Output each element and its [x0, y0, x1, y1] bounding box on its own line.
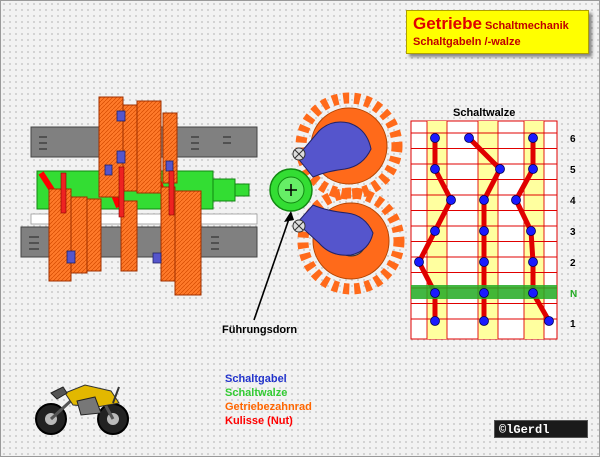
title-subtitle: Schaltmechanik [484, 20, 569, 32]
drum-crosssection [269, 168, 313, 212]
drum-position-label: N [570, 289, 577, 300]
fuehrungsdorn-label: Führungsdorn [222, 324, 298, 336]
gear [86, 198, 102, 272]
drum-position-labels: 6 5 4 3 2N 1 [570, 134, 577, 330]
fork-sleeves [60, 166, 175, 218]
lower-fork-arm [296, 204, 374, 256]
pointer-arrow [253, 211, 294, 321]
legend-kulisse: Kulisse (Nut) [225, 415, 293, 427]
copyright-credit: ©lGerdl [494, 420, 588, 438]
gear [174, 190, 202, 296]
shaft-ticks [29, 136, 231, 250]
drum-position-label: 6 [570, 134, 576, 145]
drum-position-label: 2 [570, 258, 576, 269]
gear [48, 188, 72, 282]
drum-dots [414, 133, 554, 326]
gear [136, 100, 162, 194]
transmission-view [20, 96, 258, 296]
title-subtitle-2: Schaltgabeln /-walze [413, 36, 521, 48]
title-main: Getriebe [413, 14, 482, 33]
legend-schaltwalze: Schaltwalze [225, 387, 288, 399]
white-strip [30, 213, 258, 225]
gear [120, 200, 138, 272]
drum-position-label: 4 [570, 196, 576, 207]
legend-schaltgabel: Schaltgabel [225, 373, 287, 385]
motorcycle-illustration [35, 384, 129, 435]
drum-position-label: 5 [570, 165, 576, 176]
schaltwalze-label: Schaltwalze [453, 107, 516, 119]
fork-pieces [66, 110, 174, 264]
drum-position-label: 3 [570, 227, 576, 238]
gear-pack [48, 96, 202, 296]
schaltwalze-grid: 6 5 4 3 2N 1 [410, 120, 577, 340]
legend-getriebezahnrad: Getriebezahnrad [225, 401, 312, 413]
fork-assembly [253, 92, 405, 321]
drum-position-label: 1 [570, 319, 576, 330]
upper-fork-arm [296, 121, 372, 178]
